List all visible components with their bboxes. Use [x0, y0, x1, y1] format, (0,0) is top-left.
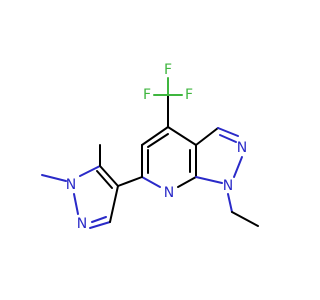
bond-n2p-c3p-double	[91, 216, 107, 223]
atom-n-pyrazole-top: N	[237, 140, 247, 156]
bond-n1p-methyl	[41, 174, 67, 182]
bond-c6-c4prime	[117, 176, 143, 187]
atom-f-top: F	[164, 62, 172, 78]
bond-c4-c5-inner	[147, 133, 169, 148]
atom-f-left: F	[143, 87, 151, 103]
bond-n2p-c3p	[89, 221, 111, 229]
atom-labels: F F F N N N N N	[66, 62, 247, 232]
bond-n1-ch2	[227, 193, 233, 213]
bond-c3-n2	[217, 127, 239, 137]
bond-c5p-n1p	[79, 165, 101, 177]
atom-n-ethyl: N	[223, 178, 233, 194]
atom-n-left-methyl: N	[66, 177, 76, 193]
bond-c3p-c4p	[109, 185, 119, 223]
atom-n-left-lower: N	[77, 216, 87, 232]
bond-c4p-c5p-double	[96, 170, 113, 189]
trifluoromethyl-group	[153, 77, 183, 128]
atom-n-pyridine: N	[164, 185, 174, 201]
molecule-diagram: F F F N N N N N	[41, 62, 259, 232]
pyridine-ring	[141, 126, 197, 188]
bond-n1-c7a	[195, 176, 223, 184]
bond-c4-c3a	[167, 126, 197, 146]
fused-pyrazole-ring	[195, 127, 243, 184]
bond-n7-c6	[141, 176, 161, 188]
bond-n2-n1	[233, 156, 243, 178]
bond-c3-n2-double	[219, 134, 237, 143]
atom-f-right: F	[185, 87, 193, 103]
biaryl-link	[117, 176, 143, 187]
methyl-groups	[41, 144, 101, 182]
bond-ch2-ch3	[231, 211, 259, 227]
dimethylpyrazole-ring	[73, 165, 119, 229]
bond-c3a-c3	[195, 127, 219, 146]
bond-c4p-c5p	[99, 165, 119, 187]
bond-c7a-n7	[177, 176, 197, 188]
ethyl-group	[227, 193, 259, 227]
bond-c5-c4	[141, 126, 169, 146]
bond-n1p-n2p	[73, 193, 79, 215]
